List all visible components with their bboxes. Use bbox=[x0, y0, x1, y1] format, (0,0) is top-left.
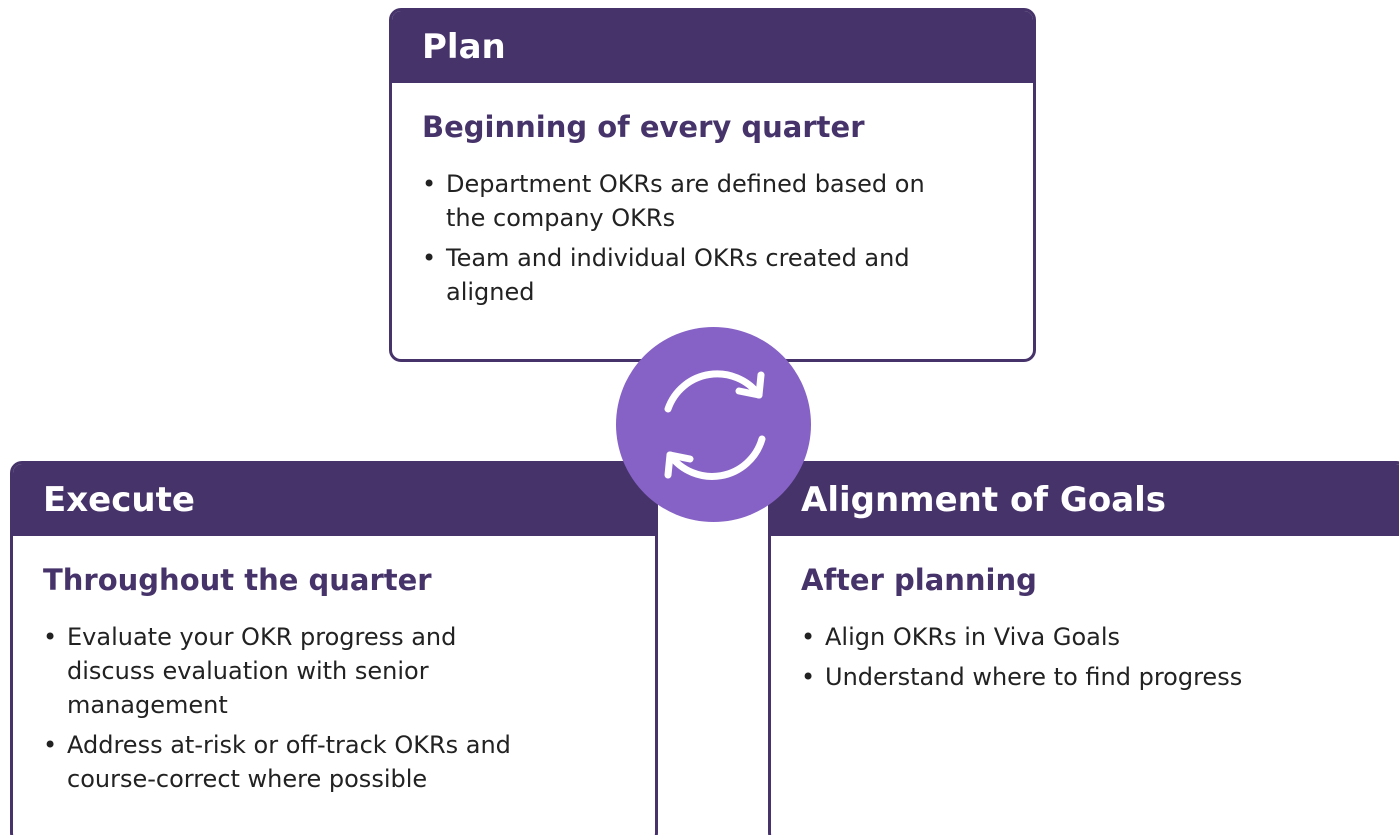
execute-card: Execute Throughout the quarter Evaluate … bbox=[10, 461, 658, 835]
plan-item: Team and individual OKRs created and ali… bbox=[422, 241, 946, 309]
plan-body: Beginning of every quarter Department OK… bbox=[392, 83, 1033, 309]
alignment-subtitle: After planning bbox=[801, 563, 1037, 597]
plan-item: Department OKRs are defined based on the… bbox=[422, 167, 966, 235]
alignment-title: Alignment of Goals bbox=[771, 464, 1399, 536]
refresh-cycle-icon bbox=[664, 370, 766, 480]
execute-subtitle: Throughout the quarter bbox=[43, 563, 432, 597]
alignment-item: Align OKRs in Viva Goals bbox=[801, 620, 1375, 654]
execute-list: Evaluate your OKR progress and discuss e… bbox=[43, 620, 625, 796]
cycle-badge bbox=[616, 327, 811, 522]
execute-title: Execute bbox=[13, 464, 655, 536]
plan-title: Plan bbox=[392, 11, 1033, 83]
alignment-card: Alignment of Goals After planning Align … bbox=[768, 461, 1399, 835]
plan-list: Department OKRs are defined based on the… bbox=[422, 167, 1003, 309]
plan-card: Plan Beginning of every quarter Departme… bbox=[389, 8, 1036, 362]
execute-item: Address at-risk or off-track OKRs and co… bbox=[43, 728, 607, 796]
alignment-list: Align OKRs in Viva Goals Understand wher… bbox=[801, 620, 1375, 694]
plan-subtitle: Beginning of every quarter bbox=[422, 110, 865, 144]
execute-body: Throughout the quarter Evaluate your OKR… bbox=[13, 536, 655, 796]
alignment-body: After planning Align OKRs in Viva Goals … bbox=[771, 536, 1399, 694]
alignment-item: Understand where to find progress bbox=[801, 660, 1375, 694]
execute-item: Evaluate your OKR progress and discuss e… bbox=[43, 620, 547, 722]
